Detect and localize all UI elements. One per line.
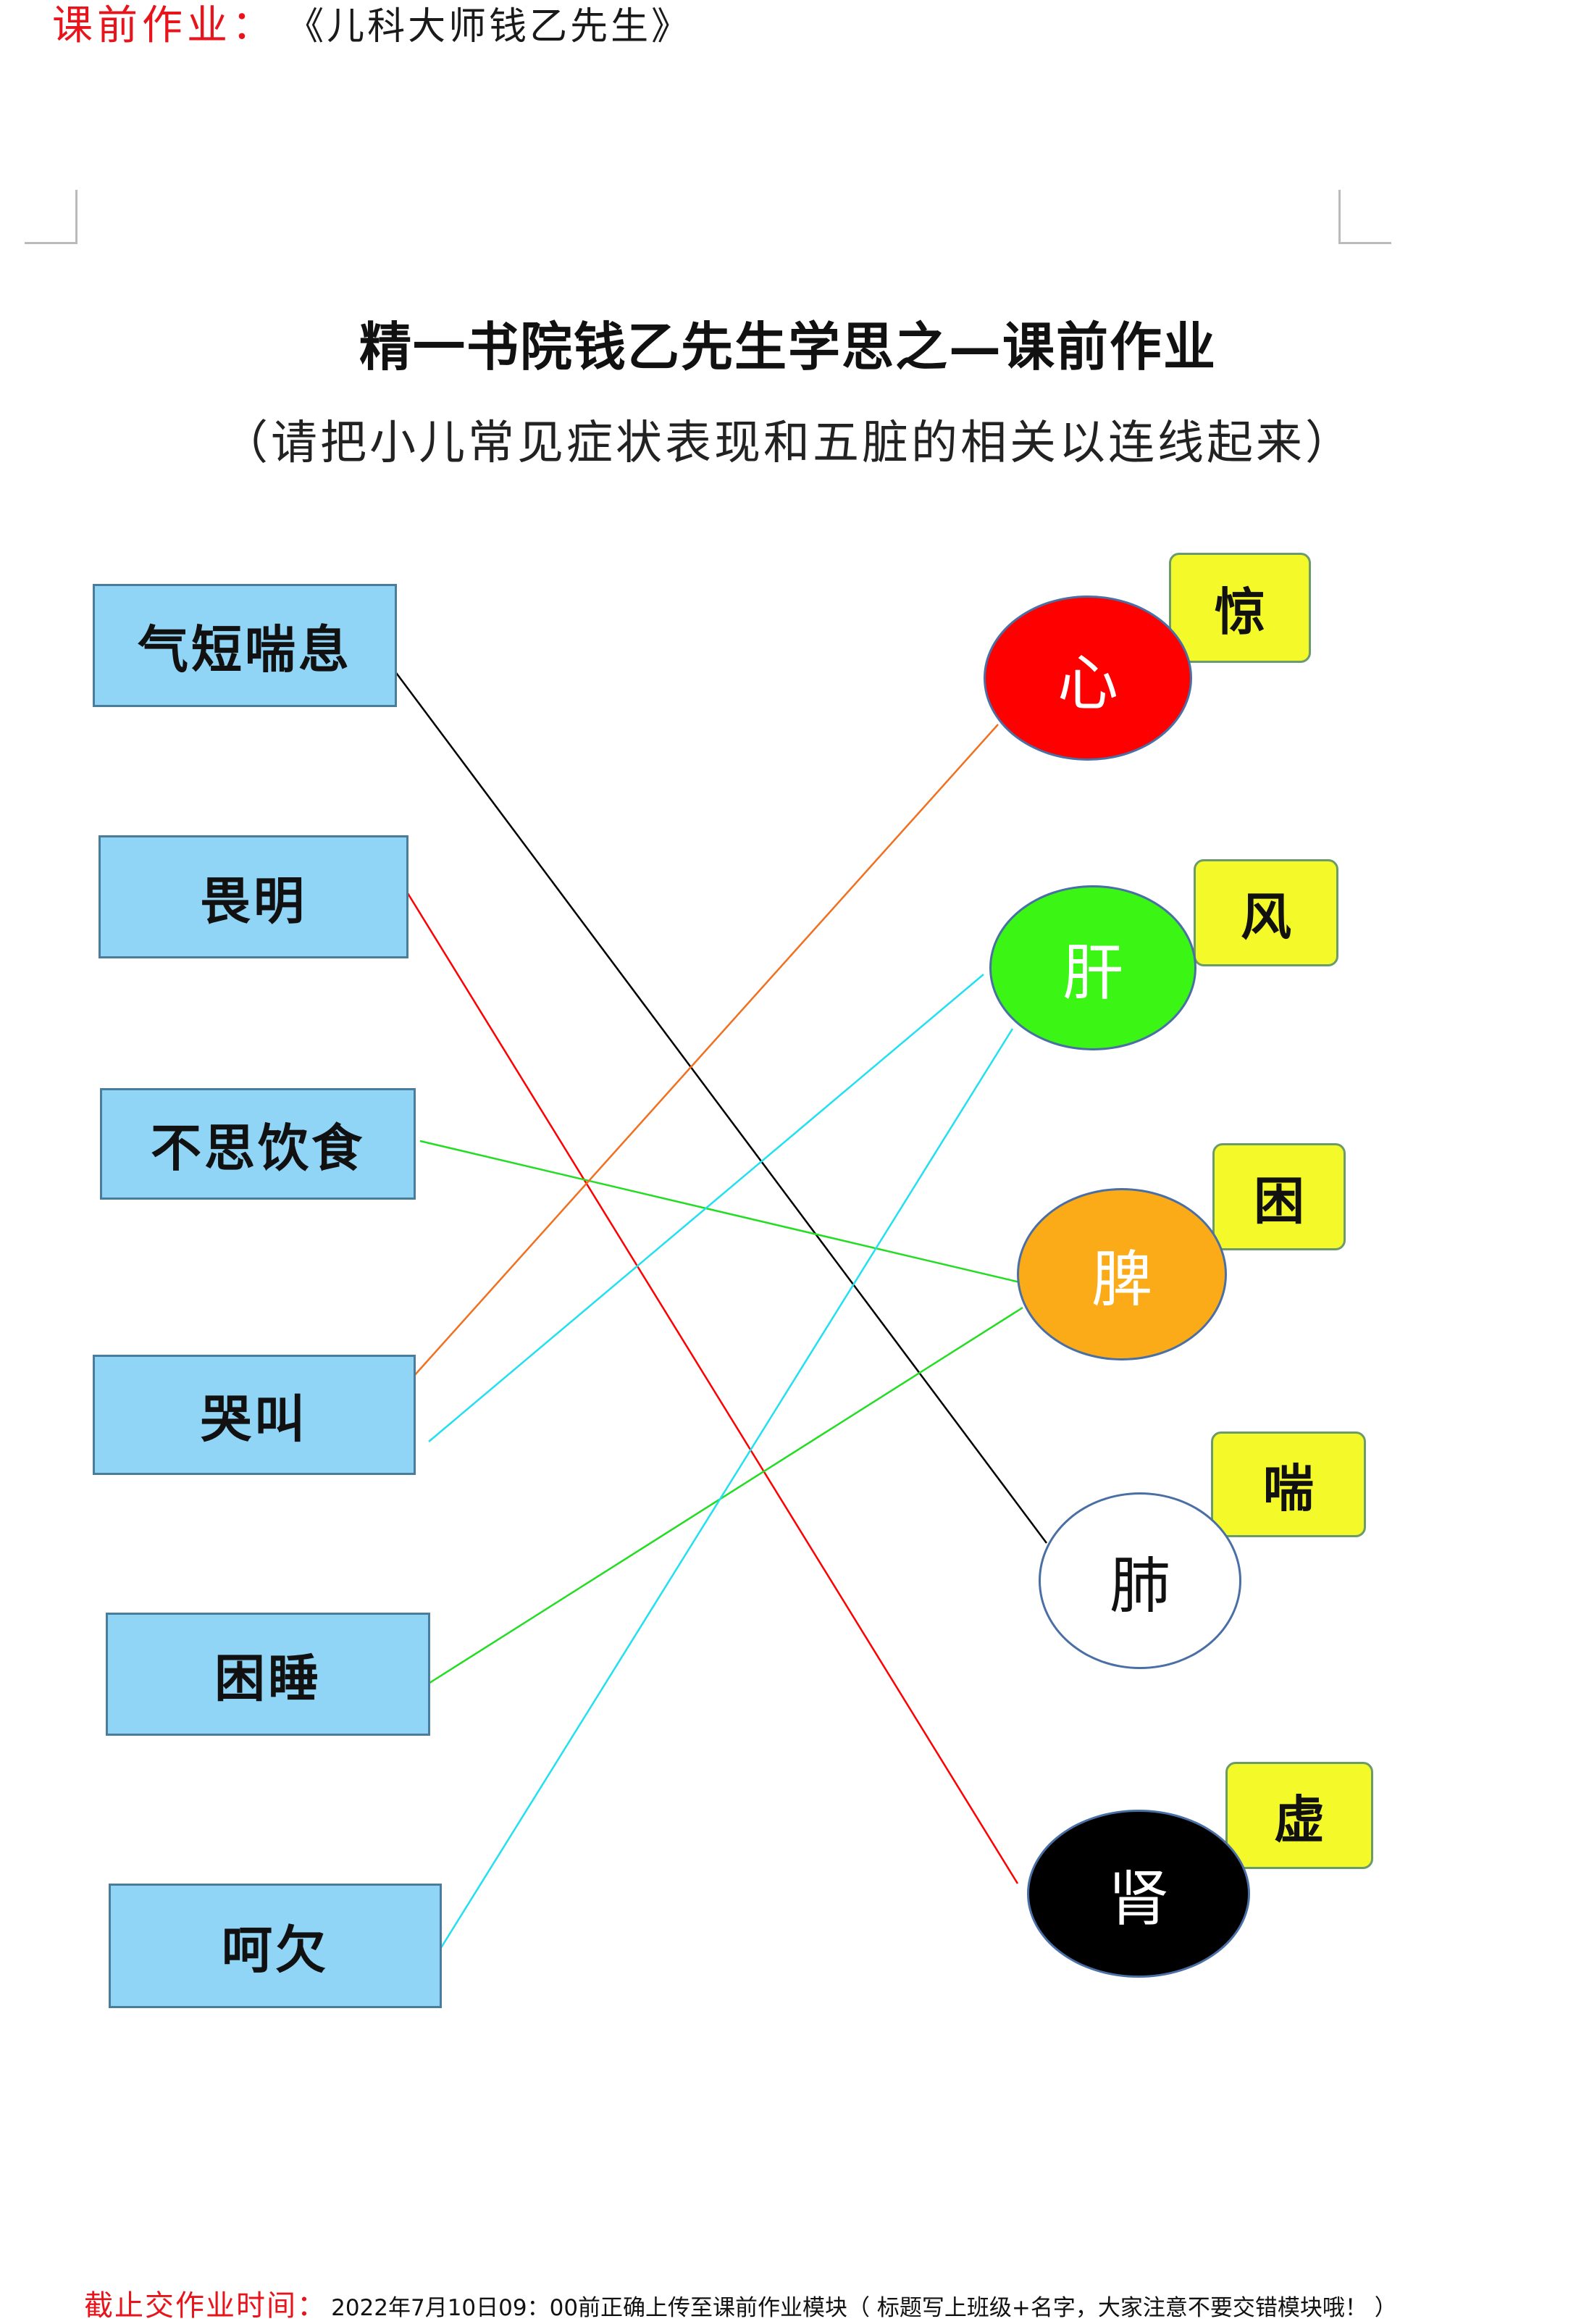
organ-heart[interactable]: 心 [984, 595, 1192, 761]
crop-mark-left [25, 190, 77, 244]
crop-mark-right [1338, 190, 1391, 244]
organ-lung[interactable]: 肺 [1039, 1492, 1241, 1669]
organ-liver[interactable]: 肝 [989, 885, 1196, 1050]
worksheet-title: 精一书院钱乙先生学思之—课前作业 [359, 316, 1217, 377]
connection-line [419, 1140, 1020, 1284]
header-label: 课前作业： [52, 2, 277, 49]
organ-tag: 喘 [1211, 1431, 1366, 1537]
page-header: 课前作业： 《儿科大师钱乙先生》 [52, 0, 692, 58]
organ-kidney[interactable]: 肾 [1027, 1810, 1250, 1978]
connection-line [437, 1028, 1014, 1953]
symptom-label: 呵欠 [222, 1919, 329, 1980]
deadline-footer: 截止交作业时间： 2022年7月10日09：00前正确上传至课前作业模块（ 标题… [84, 2282, 1397, 2324]
symptom-box[interactable]: 不思饮食 [100, 1088, 416, 1200]
connection-line [406, 724, 999, 1384]
organ-tag: 困 [1212, 1143, 1346, 1250]
symptom-box[interactable]: 气短喘息 [93, 584, 397, 707]
symptom-box[interactable]: 哭叫 [93, 1355, 416, 1475]
organ-tag: 惊 [1169, 553, 1311, 663]
header-book-title: 《儿科大师钱乙先生》 [286, 5, 692, 49]
organ-spleen[interactable]: 脾 [1017, 1188, 1227, 1360]
symptom-label: 畏明 [200, 870, 307, 931]
symptom-label: 气短喘息 [138, 619, 352, 680]
connection-line [427, 1306, 1023, 1686]
symptom-label: 困睡 [214, 1647, 322, 1708]
organ-tag: 虚 [1225, 1762, 1373, 1869]
deadline-text: 2022年7月10日09：00前正确上传至课前作业模块（ 标题写上班级+名字，大… [331, 2295, 1397, 2321]
connection-line [428, 974, 984, 1442]
symptom-label: 哭叫 [201, 1388, 308, 1449]
organ-tag: 风 [1194, 859, 1338, 966]
connection-line [374, 644, 1048, 1544]
symptom-box[interactable]: 畏明 [98, 835, 408, 958]
deadline-label: 截止交作业时间： [84, 2289, 327, 2323]
symptom-box[interactable]: 呵欠 [109, 1884, 442, 2008]
connection-line [403, 887, 1019, 1884]
worksheet-instructions: （请把小儿常见症状表现和五脏的相关以连线起来） [222, 417, 1354, 470]
symptom-label: 不思饮食 [151, 1117, 365, 1178]
symptom-box[interactable]: 困睡 [106, 1613, 430, 1736]
